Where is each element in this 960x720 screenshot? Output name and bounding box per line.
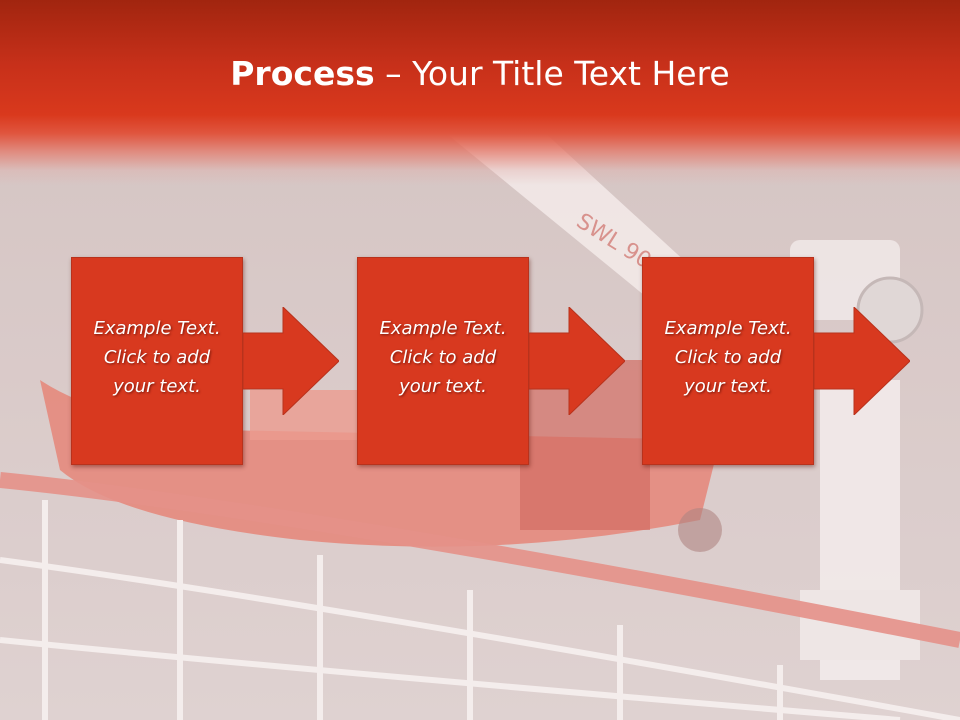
step-box[interactable]: Example Text. Click to add your text.: [357, 257, 529, 465]
arrow-right-icon: [529, 307, 625, 415]
process-step-3: Example Text. Click to add your text.: [642, 257, 932, 467]
step-line-1: Example Text.: [379, 317, 507, 339]
step-box[interactable]: Example Text. Click to add your text.: [71, 257, 243, 465]
step-text[interactable]: Example Text. Click to add your text.: [82, 314, 232, 401]
title-bold: Process: [230, 54, 375, 93]
arrow-right-icon: [814, 307, 910, 415]
arrow-right-icon: [243, 307, 339, 415]
step-line-2: Click to add: [389, 346, 497, 368]
title-band: Process – Your Title Text Here: [0, 0, 960, 185]
step-text[interactable]: Example Text. Click to add your text.: [653, 314, 803, 401]
step-box[interactable]: Example Text. Click to add your text.: [642, 257, 814, 465]
step-line-3: your text.: [113, 375, 201, 397]
step-line-1: Example Text.: [664, 317, 792, 339]
step-line-3: your text.: [684, 375, 772, 397]
step-line-1: Example Text.: [93, 317, 221, 339]
step-text[interactable]: Example Text. Click to add your text.: [368, 314, 518, 401]
slide-title[interactable]: Process – Your Title Text Here: [0, 52, 960, 96]
process-step-2: Example Text. Click to add your text.: [357, 257, 647, 467]
step-line-2: Click to add: [103, 346, 211, 368]
step-line-2: Click to add: [674, 346, 782, 368]
title-text: – Your Title Text Here: [374, 54, 730, 93]
step-line-3: your text.: [399, 375, 487, 397]
process-step-1: Example Text. Click to add your text.: [71, 257, 361, 467]
